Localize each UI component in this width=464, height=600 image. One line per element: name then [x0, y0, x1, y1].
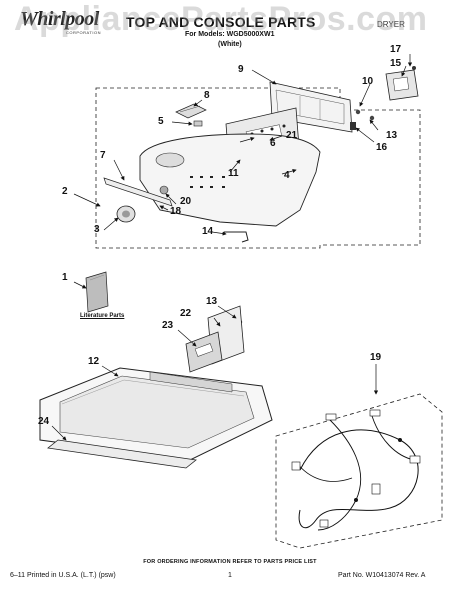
callout-4: 4 — [284, 170, 290, 181]
wire-hook — [224, 231, 249, 243]
callout-3: 3 — [94, 224, 100, 235]
console-front — [139, 133, 321, 227]
knob — [116, 205, 136, 223]
callout-18: 18 — [170, 206, 182, 217]
callout-23: 23 — [162, 320, 174, 331]
page-title: TOP AND CONSOLE PARTS — [126, 14, 316, 30]
callout-14: 14 — [202, 226, 214, 237]
callout-2: 2 — [62, 186, 68, 197]
interface-bracket — [385, 66, 419, 101]
callout-16: 16 — [376, 142, 388, 153]
print-info: 6–11 Printed in U.S.A. (L.T.) (psw) — [10, 572, 116, 579]
callout-15: 15 — [390, 58, 402, 69]
top-gasket — [47, 439, 197, 469]
console-trim-strip — [103, 177, 173, 207]
callout-13-console: 13 — [386, 130, 398, 141]
callout-1: 1 — [62, 272, 68, 283]
callout-20: 20 — [180, 196, 192, 207]
model-color: (White) — [218, 41, 242, 48]
callout-11: 11 — [228, 168, 239, 179]
callout-19: 19 — [370, 352, 382, 363]
callout-9: 9 — [238, 64, 244, 75]
callout-21: 21 — [286, 130, 298, 141]
callout-5: 5 — [158, 116, 164, 127]
literature-booklet — [85, 271, 109, 313]
callout-7: 7 — [100, 150, 106, 161]
leader-lines — [51, 54, 413, 441]
wire-clip — [175, 103, 207, 119]
literature-parts-label: Literature Parts — [80, 313, 125, 319]
ordering-note: FOR ORDERING INFORMATION REFER TO PARTS … — [143, 559, 317, 565]
callout-8: 8 — [204, 90, 210, 101]
callout-24: 24 — [38, 416, 50, 427]
callout-10: 10 — [362, 76, 374, 87]
product-type: DRYER — [377, 20, 405, 29]
callout-17: 17 — [390, 44, 402, 55]
terminal-bracket — [185, 305, 245, 373]
callout-22: 22 — [180, 308, 192, 319]
callout-13-bracket: 13 — [206, 296, 218, 307]
page-number: 1 — [228, 572, 232, 579]
document-part-number: Part No. W10413074 Rev. A — [338, 572, 426, 579]
dryer-top-panel — [39, 367, 273, 461]
brand-logo: Whirlpool — [20, 8, 99, 30]
wire-harness — [275, 393, 443, 549]
callout-6: 6 — [270, 138, 276, 149]
knob-insert — [159, 185, 169, 195]
console-clip — [193, 120, 203, 127]
brand-logo-sub: CORPORATION — [66, 30, 101, 35]
callout-12: 12 — [88, 356, 100, 367]
model-numbers: For Models: WGD5000XW1 — [185, 31, 275, 38]
